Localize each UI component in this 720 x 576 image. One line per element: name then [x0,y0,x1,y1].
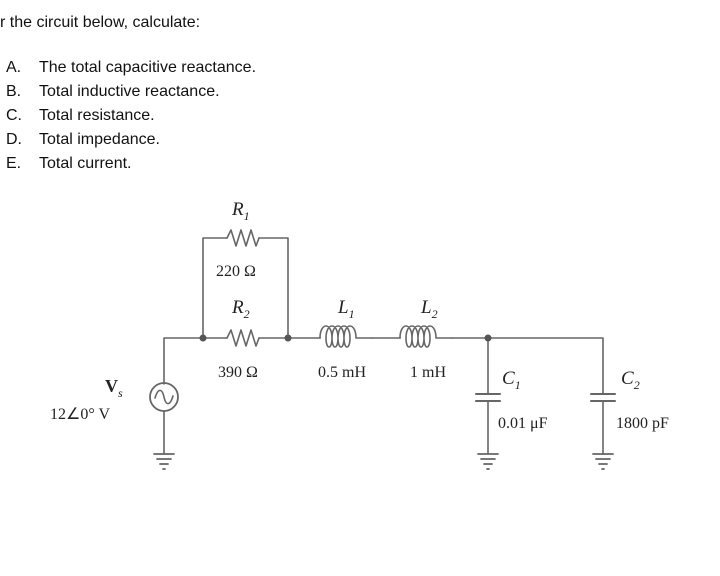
l1-value: 0.5 mH [318,364,366,381]
source-name: Vs [105,376,123,400]
r1-value: 220 Ω [216,263,256,280]
item-text: Total impedance. [39,131,160,148]
wire-left [163,337,204,385]
sine-wave-icon [154,389,174,405]
l2-value: 1 mH [410,364,446,381]
item-letter: A. [6,59,22,76]
ground-icon [153,453,175,470]
inductor-l2 [399,325,453,348]
r2-name: R2 [231,297,250,321]
l1-name: L1 [337,297,355,321]
junction-dot [484,334,492,342]
wire-top-right [487,337,604,395]
resistor-r1 [226,229,260,247]
item-letter: E. [6,155,22,172]
question-item-a: A. The total capacitive reactance. [6,56,256,80]
item-letter: D. [6,131,22,148]
c1-name: C1 [502,368,521,392]
c2-name: C2 [621,368,640,392]
question-item-c: C. Total resistance. [6,104,256,128]
question-item-d: D. Total impedance. [6,128,256,152]
wire-r1-right [258,237,289,339]
item-letter: B. [6,83,22,100]
item-text: Total inductive reactance. [39,83,220,100]
ground-icon [477,453,499,470]
question-list: A. The total capacitive reactance. B. Tota… [6,56,256,176]
wire-parallel-left [202,237,228,339]
r2-value: 390 Ω [218,364,258,381]
ground-icon [592,453,614,470]
item-text: Total resistance. [39,107,155,124]
capacitor-c2 [590,393,616,402]
junction-dot [284,334,292,342]
resistor-r2 [226,329,260,347]
item-text: Total current. [39,155,132,172]
r1-name: R1 [231,199,250,223]
question-item-b: B. Total inductive reactance. [6,80,256,104]
junction-dot [199,334,207,342]
item-letter: C. [6,107,22,124]
c2-value: 1800 pF [616,415,669,432]
source-value: 12∠0° V [50,406,110,423]
c1-value: 0.01 μF [498,415,548,432]
l2-name: L2 [420,297,438,321]
item-text: The total capacitive reactance. [39,59,257,76]
inductor-l1 [319,325,373,348]
capacitor-c1 [475,393,501,402]
question-item-e: E. Total current. [6,152,256,176]
question-intro: r the circuit below, calculate: [0,14,201,31]
